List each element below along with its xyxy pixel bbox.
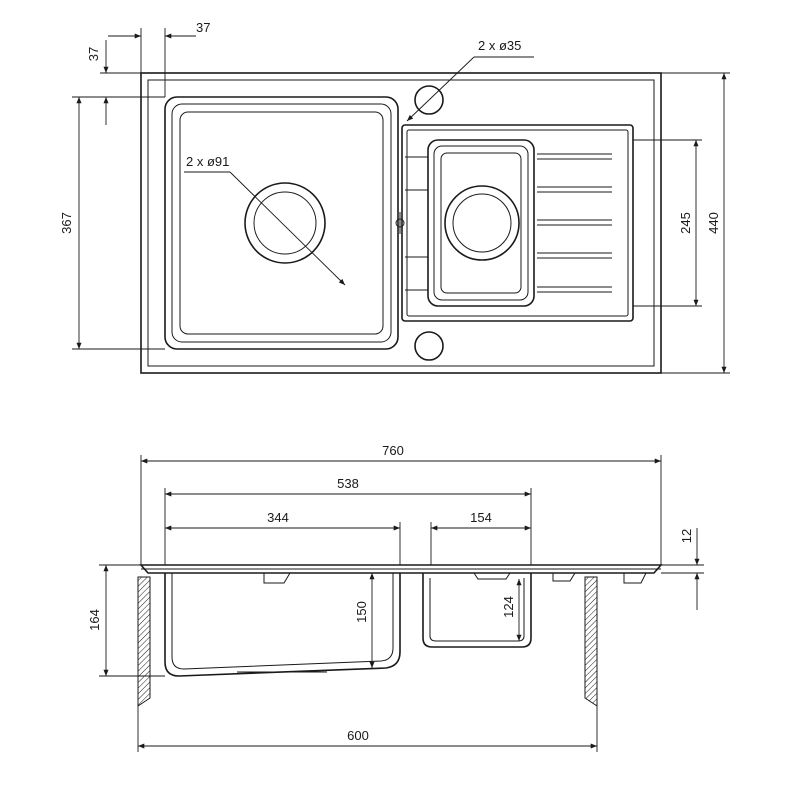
dimension-440: 440 [661, 72, 730, 374]
drainer-ribs [537, 153, 612, 293]
dim-124: 124 [501, 596, 516, 618]
dimension-245: 245 [633, 139, 702, 307]
dim-760: 760 [382, 443, 404, 458]
dim-367: 367 [59, 212, 74, 234]
dimension-600: 600 [137, 706, 598, 752]
tap-hole-callout: 2 x ø35 [406, 38, 534, 122]
small-drain [444, 185, 520, 261]
dim-245: 245 [678, 212, 693, 234]
dim-37-top: 37 [196, 20, 210, 35]
dimension-367: 367 [59, 96, 165, 350]
dim-154: 154 [470, 510, 492, 525]
dim-164: 164 [87, 609, 102, 631]
sink-outline [140, 72, 662, 374]
top-view: 2 x ø35 2 x ø91 37 37 [59, 20, 730, 374]
small-bowl [427, 139, 535, 307]
main-bowl [164, 96, 399, 350]
dimension-37-horizontal: 37 [108, 20, 210, 97]
dimension-154: 154 [430, 510, 531, 565]
drain-label: 2 x ø91 [186, 154, 229, 169]
dim-344: 344 [267, 510, 289, 525]
tap-hole-top [414, 85, 444, 115]
cabinet-wall-right [584, 576, 598, 707]
countertop-section [139, 564, 663, 574]
dimension-164: 164 [87, 564, 165, 677]
tap-hole-bottom [414, 331, 444, 361]
dimension-37-vertical: 37 [86, 40, 165, 125]
dimension-538: 538 [164, 476, 532, 565]
drainer-board [401, 124, 634, 322]
main-bowl-section [164, 572, 401, 677]
main-drain [244, 182, 326, 264]
dim-538: 538 [337, 476, 359, 491]
dim-37-left: 37 [86, 47, 101, 61]
small-bowl-section [422, 572, 532, 648]
dim-150: 150 [354, 601, 369, 623]
dimension-12: 12 [661, 528, 704, 610]
dimension-760: 760 [140, 443, 662, 565]
tap-holes-label: 2 x ø35 [478, 38, 521, 53]
dim-12: 12 [679, 529, 694, 543]
dimension-344: 344 [165, 510, 401, 565]
dimension-124: 124 [501, 579, 522, 641]
cabinet-wall-left [137, 576, 151, 707]
dim-440: 440 [706, 212, 721, 234]
section-view: 760 538 344 154 [87, 443, 704, 752]
dimension-150: 150 [354, 573, 375, 668]
drain-callout: 2 x ø91 [184, 154, 346, 286]
dim-600: 600 [347, 728, 369, 743]
